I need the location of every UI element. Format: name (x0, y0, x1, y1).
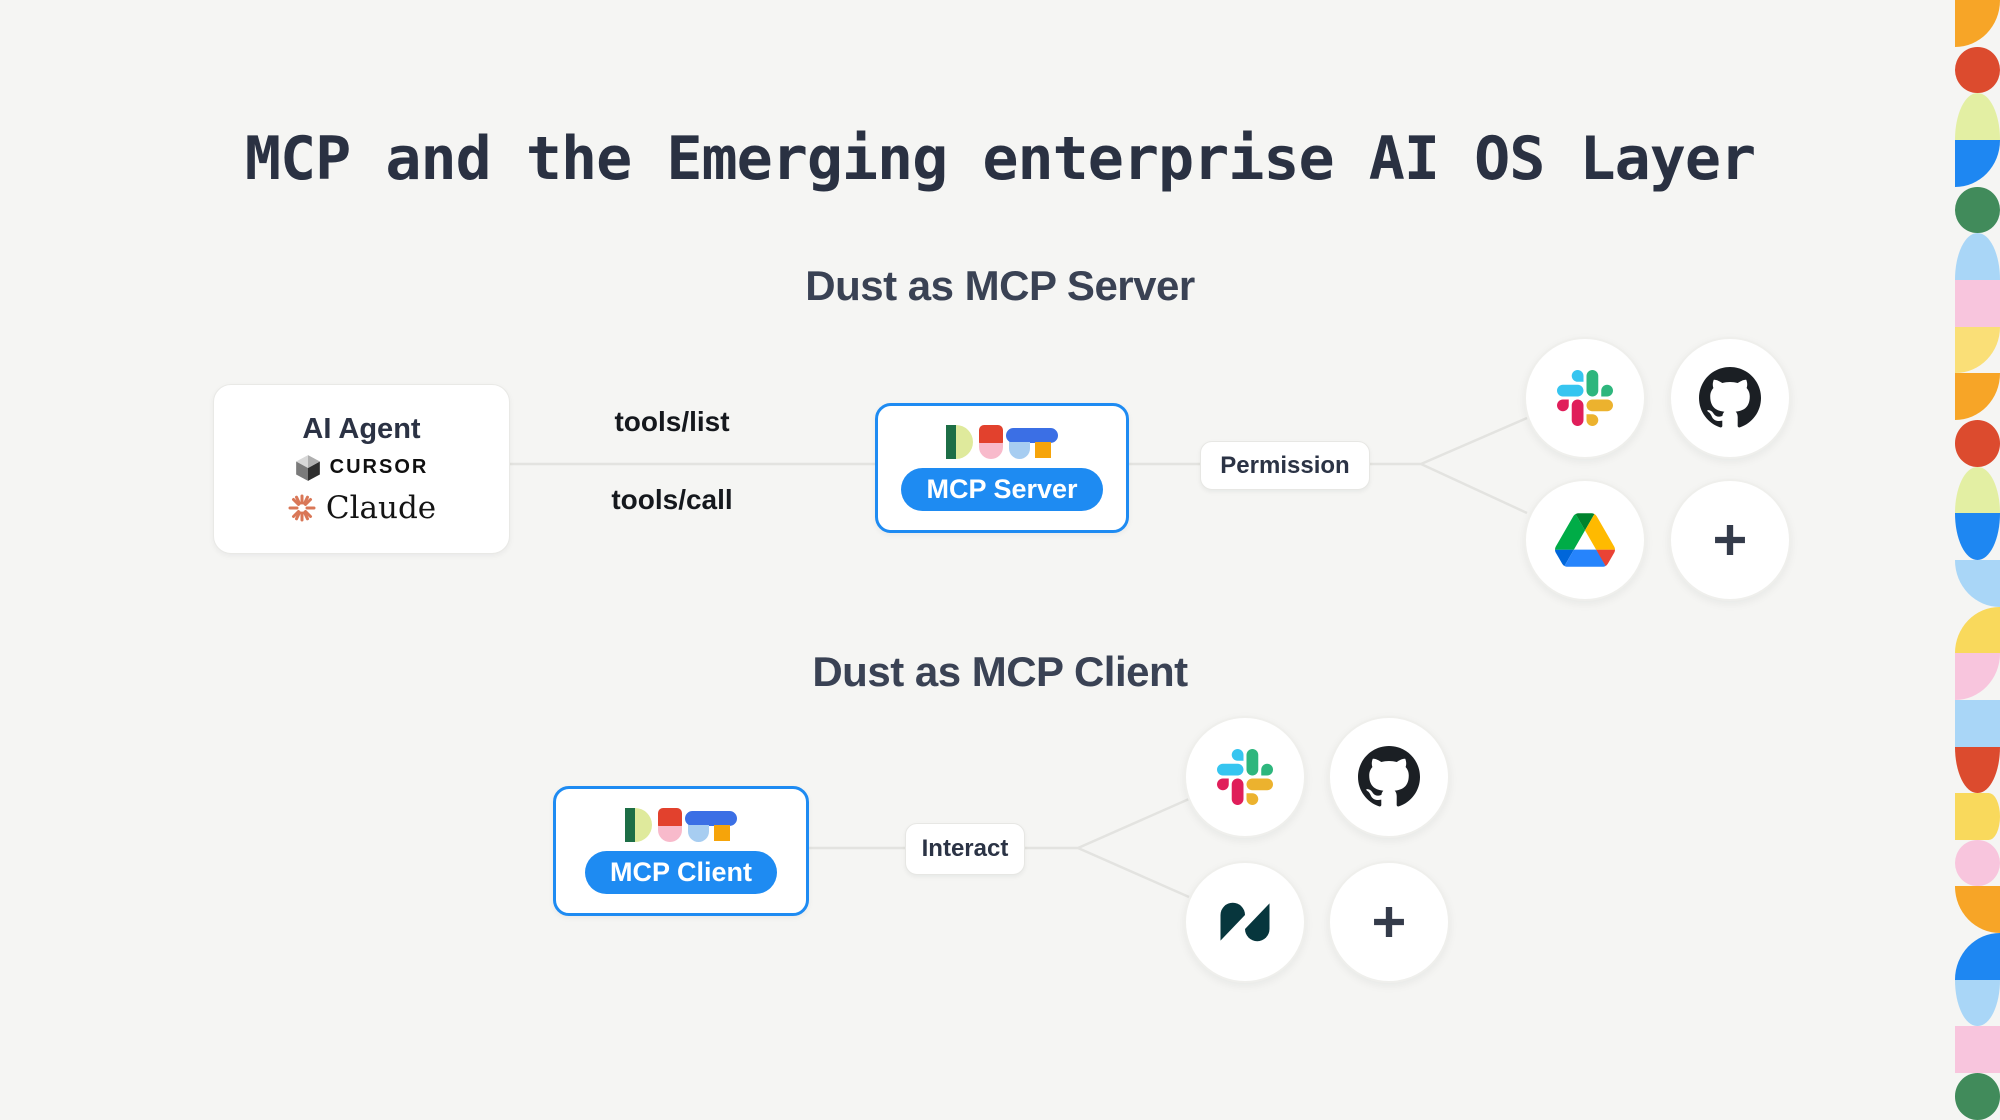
page-title: MCP and the Emerging enterprise AI OS La… (244, 124, 1756, 195)
github-icon (1358, 746, 1420, 807)
dust-logo-shape (1006, 427, 1058, 443)
dust-logo-shape (658, 825, 682, 842)
plus-icon (1374, 907, 1404, 937)
deco-shape-paleyellow (1955, 326, 2000, 374)
claude-brand-row: Claude (287, 490, 436, 526)
deco-shape-orange (1955, 0, 2000, 47)
deco-shape-blue (1955, 513, 2000, 560)
deco-shape-red (1955, 419, 2000, 467)
edge-label-tools-call: tools/call (611, 484, 733, 515)
dust-logo (625, 807, 737, 842)
deco-shape-skyblue (1955, 979, 2000, 1027)
ai-agent-title: AI Agent (302, 412, 421, 445)
dust-logo-shape (1035, 441, 1051, 458)
dust-mcp-server-box: MCP Server (875, 403, 1129, 533)
edge-label-tools-list: tools/list (614, 406, 730, 437)
dust-logo-shape (625, 807, 635, 842)
claude-starburst-icon (288, 494, 316, 521)
integration-zendesk (1184, 861, 1306, 983)
integration-google-drive (1524, 479, 1646, 601)
deco-shape-lime (1955, 466, 2000, 514)
github-icon (1699, 367, 1761, 428)
zendesk-icon (1220, 902, 1270, 942)
cursor-cube-icon (295, 454, 320, 481)
deco-shape-pink (1955, 653, 2000, 700)
deco-shape-skyblue (1955, 699, 2000, 747)
deco-shape-yellow (1955, 606, 2000, 654)
section-heading-client: Dust as MCP Client (812, 648, 1188, 695)
deco-shape-pink (1955, 839, 2000, 887)
cursor-brand-row: CURSOR (295, 454, 429, 482)
claude-label: Claude (325, 489, 437, 526)
dust-logo-shape (979, 424, 1003, 445)
deco-shape-pink (1955, 279, 2000, 327)
dust-logo-shape (688, 824, 709, 842)
integration-github-server (1669, 337, 1791, 459)
deco-shape-skyblue (1955, 559, 2000, 607)
deco-shape-green (1955, 186, 2000, 234)
deco-shape-red (1955, 46, 2000, 94)
section-heading-server: Dust as MCP Server (805, 262, 1195, 309)
dust-logo (946, 424, 1058, 459)
plus-icon (1715, 525, 1745, 555)
dust-logo-shape (635, 807, 652, 842)
ai-agent-box: AI Agent CURSOR (213, 384, 510, 554)
google-drive-icon (1555, 513, 1615, 567)
deco-shape-orange (1955, 886, 2000, 934)
integration-github-client (1328, 716, 1450, 838)
deco-shape-pink (1955, 1026, 2000, 1074)
mcp-client-pill: MCP Client (584, 850, 777, 895)
deco-shape-red (1955, 746, 2000, 794)
integration-slack-server (1524, 337, 1646, 459)
deco-shape-skyblue (1955, 233, 2000, 280)
dust-logo-shape (658, 807, 682, 828)
deco-shape-blue (1955, 139, 2000, 187)
slack-icon (1557, 370, 1613, 426)
dust-logo-shape (946, 424, 956, 459)
interact-gate: Interact (905, 823, 1025, 875)
dust-logo-shape (979, 442, 1003, 459)
slack-icon (1217, 749, 1273, 805)
permission-gate: Permission (1200, 441, 1370, 490)
deco-shape-green (1955, 1073, 2000, 1120)
deco-shape-lime (1955, 93, 2000, 140)
dust-mcp-client-box: MCP Client (553, 786, 809, 916)
integration-add-server (1669, 479, 1791, 601)
deco-shape-yellow (1955, 793, 2000, 840)
dust-logo-shape (1009, 441, 1030, 459)
deco-shape-orange (1955, 373, 2000, 420)
dust-logo-shape (956, 424, 973, 459)
integration-add-client (1328, 861, 1450, 983)
dust-logo-shape (685, 810, 737, 826)
dust-logo-shape (714, 824, 730, 841)
deco-strip (1955, 0, 2000, 1120)
deco-shape-blue (1955, 933, 2000, 980)
mcp-server-pill: MCP Server (901, 467, 1103, 512)
cursor-label: CURSOR (329, 456, 429, 478)
integration-slack-client (1184, 716, 1306, 838)
